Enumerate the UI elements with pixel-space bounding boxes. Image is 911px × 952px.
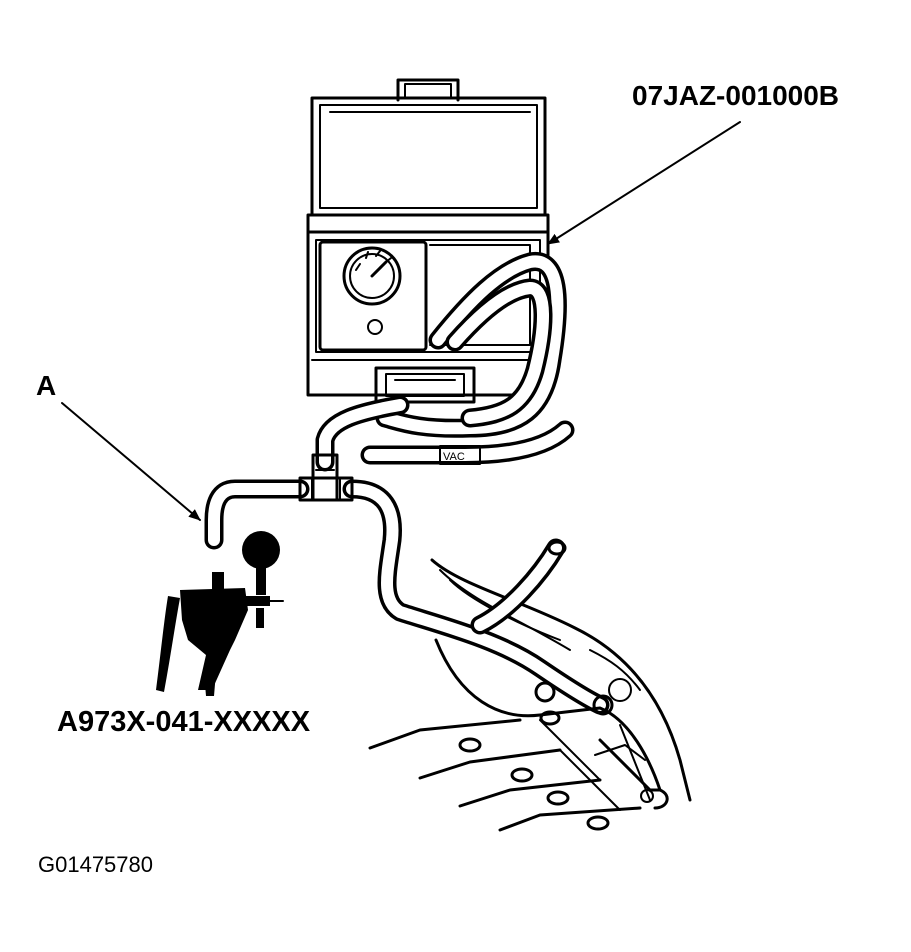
tester-to-tee-hose bbox=[315, 395, 410, 472]
tester-coiled-hoses: VAC bbox=[360, 252, 575, 465]
vac-tag: VAC bbox=[443, 451, 465, 463]
release-knob bbox=[367, 319, 383, 335]
tester-leader-arrow bbox=[547, 121, 741, 245]
engine-intake-area bbox=[430, 538, 692, 810]
vacuum-tester-case bbox=[306, 78, 550, 404]
tester-part-number: 07JAZ-001000B bbox=[632, 80, 840, 111]
gauge-icon bbox=[342, 246, 402, 306]
engine-base bbox=[368, 710, 642, 832]
hand-vacuum-pump bbox=[156, 531, 284, 696]
engine-vacuum-hose bbox=[342, 479, 610, 715]
figure-id: G01475780 bbox=[38, 852, 153, 877]
hose-a-leader-arrow bbox=[61, 402, 201, 521]
pump-part-number: A973X-041-XXXXX bbox=[57, 706, 311, 738]
tee-fitting bbox=[298, 453, 354, 502]
hose-a-label: A bbox=[36, 370, 57, 401]
hose-a bbox=[204, 479, 310, 550]
